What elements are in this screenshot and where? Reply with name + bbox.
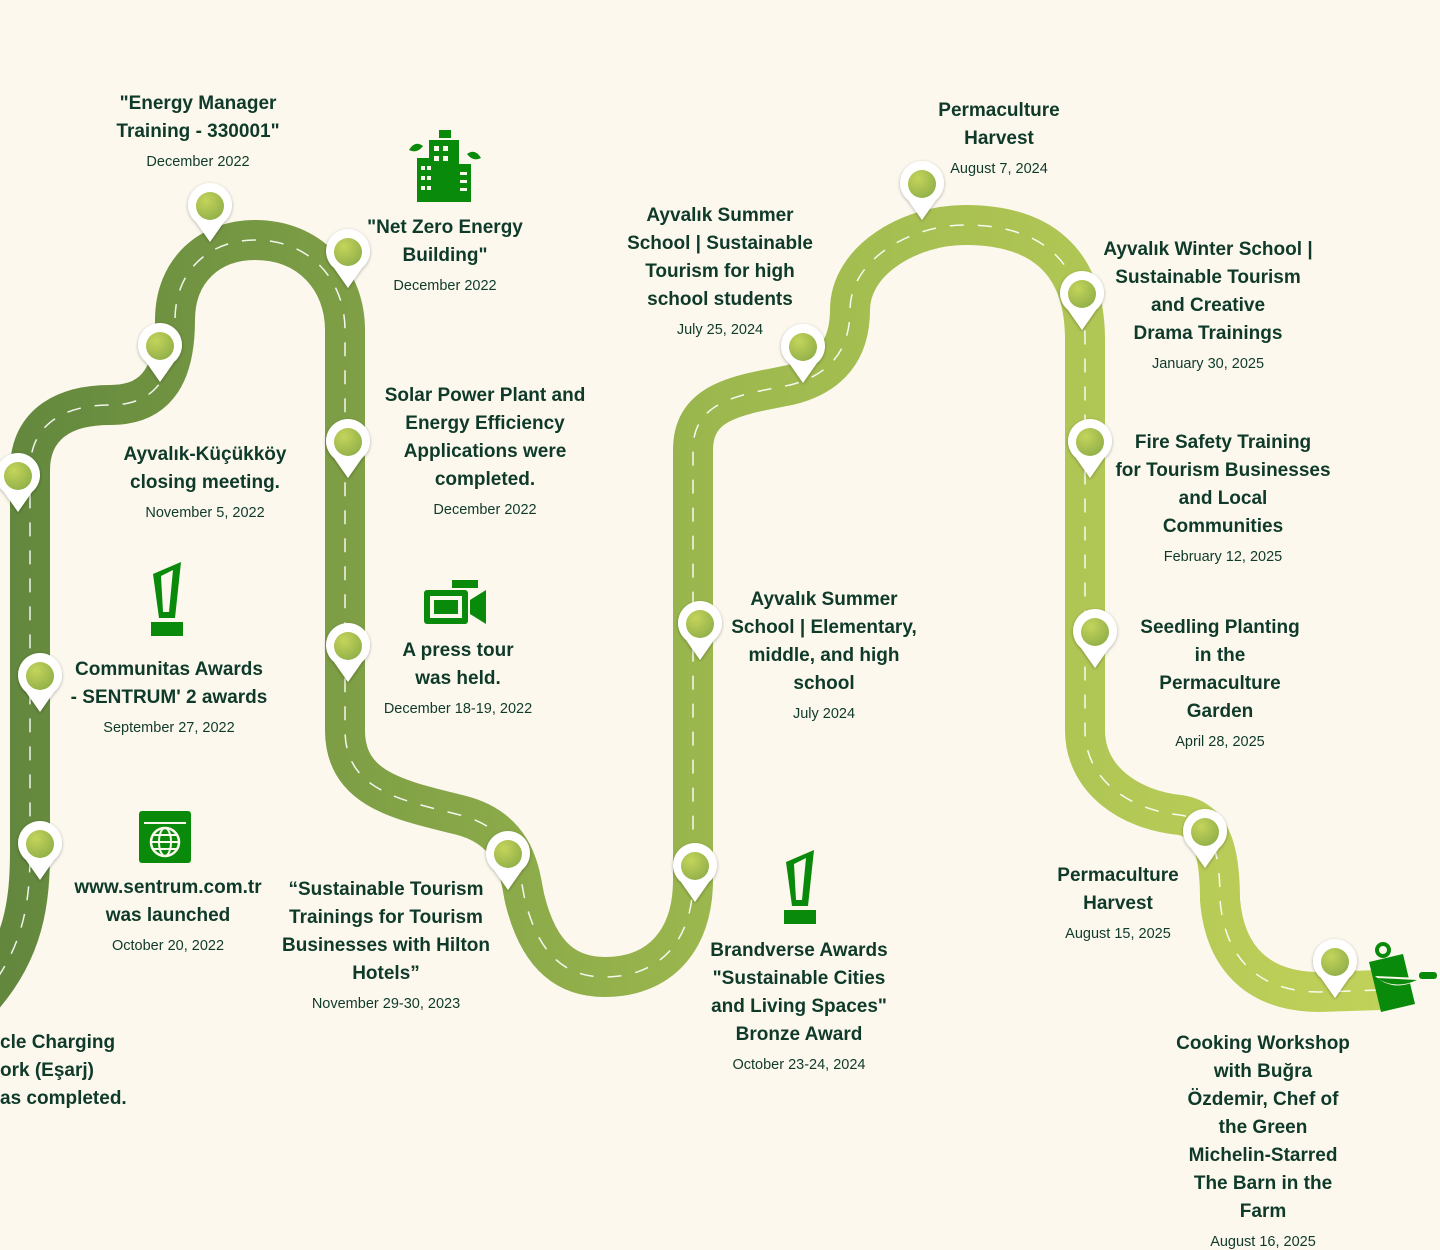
event-title: cle Charging ork (Eşarj) as completed. bbox=[0, 1032, 127, 1109]
event-energy-manager: "Energy Manager Training - 330001" Decemb… bbox=[116, 90, 279, 170]
event-date: July 25, 2024 bbox=[676, 322, 764, 338]
event-date: April 28, 2025 bbox=[1175, 734, 1265, 750]
event-summer-school-all: Ayvalık Summer School | Elementary, midd… bbox=[731, 586, 917, 722]
map-pin-marker bbox=[1068, 419, 1112, 478]
event-title: Solar Power Plant and Energy Efficiency … bbox=[384, 385, 586, 490]
event-date: August 15, 2025 bbox=[1065, 926, 1171, 942]
map-pin-marker bbox=[673, 843, 717, 902]
event-title: "Energy Manager Training - 330001" bbox=[116, 93, 280, 142]
event-date: October 23-24, 2024 bbox=[732, 1057, 866, 1073]
website-globe-icon bbox=[139, 811, 191, 863]
map-pin-marker bbox=[326, 229, 370, 288]
event-title: Ayvalık Summer School | Sustainable Tour… bbox=[627, 205, 813, 310]
event-date: October 20, 2022 bbox=[111, 938, 225, 954]
event-cooking-workshop: Cooking Workshop with Buğra Özdemir, Che… bbox=[1175, 1030, 1352, 1250]
map-pin-marker bbox=[900, 161, 944, 220]
map-pin-marker bbox=[486, 831, 530, 890]
event-hilton-trainings: “Sustainable Tourism Trainings for Touri… bbox=[282, 876, 490, 1012]
event-net-zero: "Net Zero Energy Building" December 2022 bbox=[367, 214, 523, 294]
event-title: Communitas Awards - SENTRUM' 2 awards bbox=[70, 659, 268, 708]
event-date: November 29-30, 2023 bbox=[311, 996, 461, 1012]
event-title: "Net Zero Energy Building" bbox=[367, 217, 523, 266]
event-date: January 30, 2025 bbox=[1151, 356, 1265, 372]
event-date: December 2022 bbox=[393, 278, 497, 294]
map-pin-marker bbox=[1183, 809, 1227, 868]
event-closing-meeting: Ayvalık-Küçükköy closing meeting. Novembe… bbox=[124, 441, 287, 521]
event-title: Cooking Workshop with Buğra Özdemir, Che… bbox=[1176, 1033, 1350, 1222]
map-pin-marker bbox=[780, 324, 825, 383]
map-pin-marker bbox=[1060, 271, 1104, 330]
event-title: Brandverse Awards "Sustainable Cities an… bbox=[710, 940, 888, 1045]
event-title: Ayvalık Winter School | Sustainable Tour… bbox=[1103, 239, 1313, 344]
event-title: Ayvalık-Küçükköy closing meeting. bbox=[123, 444, 287, 493]
event-title: Ayvalık Summer School | Elementary, midd… bbox=[731, 589, 917, 694]
map-pin-marker bbox=[138, 323, 182, 382]
event-title: Fire Safety Training for Tourism Busines… bbox=[1115, 432, 1331, 537]
event-date: December 18-19, 2022 bbox=[383, 701, 533, 717]
video-camera-icon bbox=[424, 580, 486, 624]
event-title: “Sustainable Tourism Trainings for Touri… bbox=[282, 879, 490, 984]
event-date: December 2022 bbox=[433, 502, 537, 518]
event-date: February 12, 2025 bbox=[1163, 549, 1283, 565]
cutting-board-knife-icon bbox=[1369, 942, 1437, 1012]
event-summer-school-high: Ayvalık Summer School | Sustainable Tour… bbox=[627, 202, 813, 338]
event-brandverse-award: Brandverse Awards "Sustainable Cities an… bbox=[710, 937, 887, 1073]
event-date: September 27, 2022 bbox=[103, 720, 235, 736]
event-fire-safety: Fire Safety Training for Tourism Busines… bbox=[1115, 429, 1330, 565]
trophy-icon bbox=[784, 850, 816, 924]
map-pin-marker bbox=[0, 453, 40, 512]
event-press-tour: A press tour was held. December 18-19, 20… bbox=[384, 637, 532, 717]
event-title: Permaculture Harvest bbox=[938, 100, 1060, 149]
map-pin-marker bbox=[188, 183, 232, 242]
event-title: A press tour was held. bbox=[402, 640, 514, 689]
green-building-icon bbox=[409, 130, 481, 202]
event-date: December 2022 bbox=[146, 154, 250, 170]
map-pin-marker bbox=[1313, 939, 1358, 998]
event-charging-network: cle Charging ork (Eşarj) as completed. bbox=[0, 1029, 127, 1113]
map-pin-marker bbox=[678, 601, 723, 660]
map-pin-marker bbox=[326, 419, 370, 478]
event-title: www.sentrum.com.tr was launched bbox=[74, 877, 262, 926]
event-date: November 5, 2022 bbox=[145, 505, 265, 521]
event-title: Permaculture Harvest bbox=[1057, 865, 1179, 914]
map-pin-marker bbox=[1073, 609, 1117, 668]
map-pin-marker bbox=[18, 821, 63, 880]
event-seedling-planting: Seedling Planting in the Permaculture Ga… bbox=[1140, 614, 1299, 750]
map-pin-marker bbox=[18, 653, 63, 712]
event-winter-school: Ayvalık Winter School | Sustainable Tour… bbox=[1103, 236, 1312, 372]
event-title: Seedling Planting in the Permaculture Ga… bbox=[1140, 617, 1300, 722]
timeline-road bbox=[0, 161, 1381, 1013]
event-date: August 16, 2025 bbox=[1210, 1234, 1316, 1250]
trophy-icon bbox=[151, 562, 183, 636]
event-date: August 7, 2024 bbox=[950, 161, 1048, 177]
event-solar-power: Solar Power Plant and Energy Efficiency … bbox=[385, 382, 586, 518]
map-pin-marker bbox=[326, 623, 370, 682]
event-date: July 2024 bbox=[792, 706, 856, 722]
